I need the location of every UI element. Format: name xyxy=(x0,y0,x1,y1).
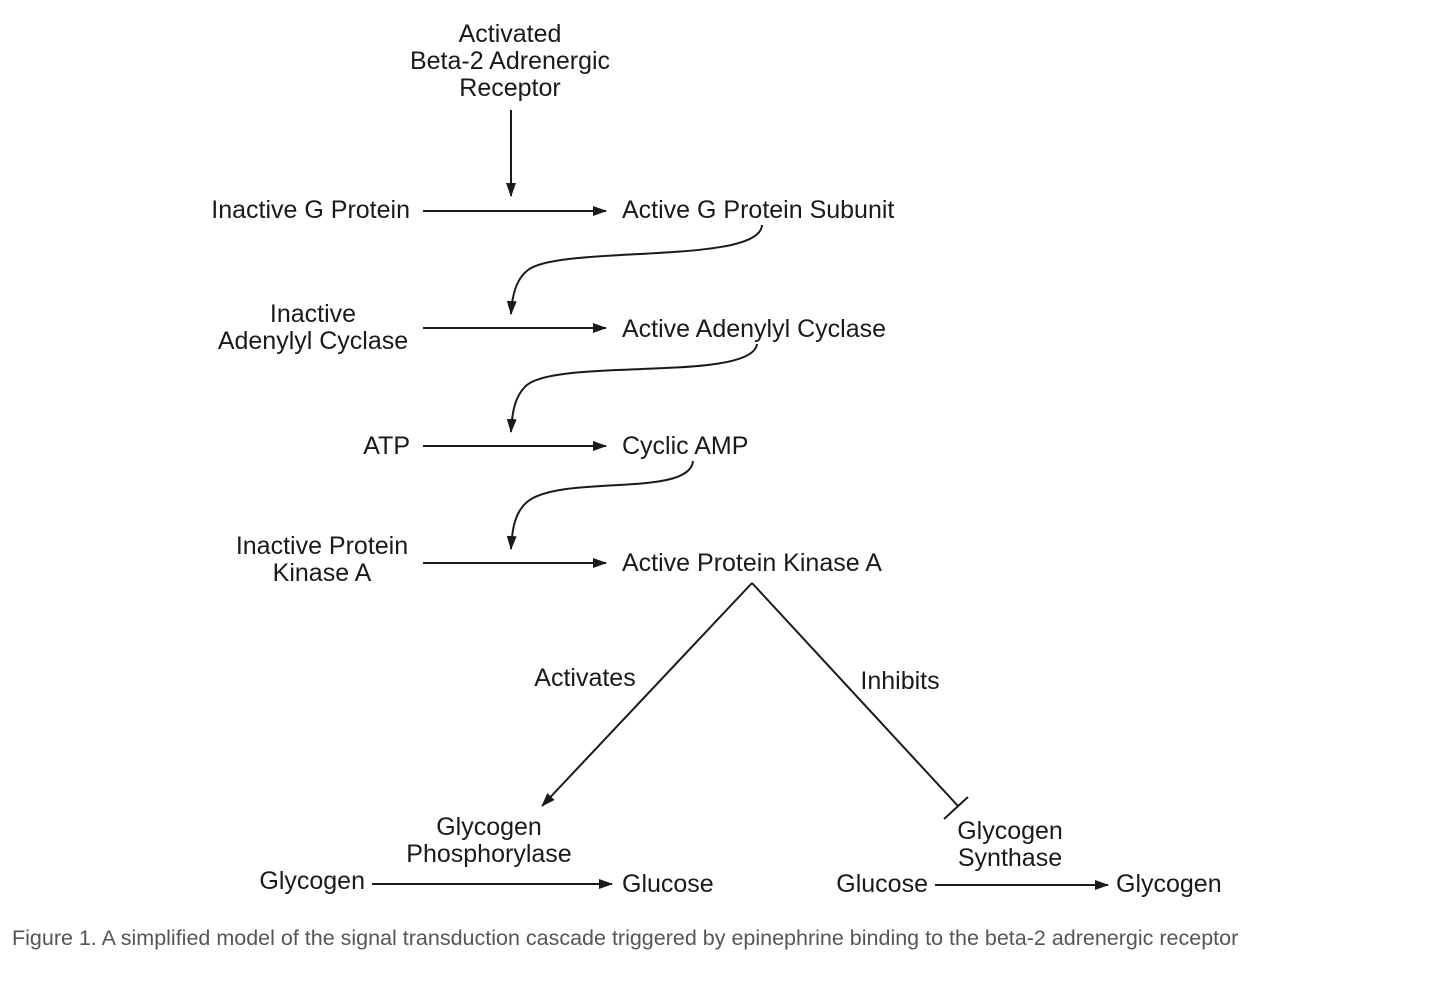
inhibition-bar xyxy=(943,796,969,820)
node-glucose-right: Glucose xyxy=(836,870,928,898)
glucose-right-line: Glucose xyxy=(836,870,928,898)
glucose-left-line: Glucose xyxy=(622,870,714,898)
node-active-adenylyl-cyclase: Active Adenylyl Cyclase xyxy=(622,315,886,343)
glycogen-synthase-line: Glycogen xyxy=(957,817,1063,845)
curved-arrow-adenylyl-cyclase-to-camp xyxy=(506,343,758,433)
glycogen-right-line: Glycogen xyxy=(1116,870,1222,898)
beta2-receptor-line: Receptor xyxy=(459,74,560,102)
edge-label-inhibits: Inhibits xyxy=(860,667,939,695)
node-glycogen-left: Glycogen xyxy=(259,867,365,895)
atp-line: ATP xyxy=(363,432,410,460)
glycogen-synthase-line: Synthase xyxy=(958,844,1062,872)
curved-arrow-camp-to-pka xyxy=(506,460,694,550)
active-pka-line: Active Protein Kinase A xyxy=(622,549,882,577)
curved-arrow-g-protein-to-adenylyl-cyclase xyxy=(506,224,763,315)
beta2-receptor-line: Beta-2 Adrenergic xyxy=(410,47,610,75)
glycogen-left-line: Glycogen xyxy=(259,867,365,895)
active-adenylyl-cyclase-line: Active Adenylyl Cyclase xyxy=(622,315,886,343)
node-cyclic-amp: Cyclic AMP xyxy=(622,432,748,460)
inactive-pka-line: Inactive Protein xyxy=(236,532,408,560)
glycogen-phosphorylase-line: Glycogen xyxy=(436,813,542,841)
inactive-g-protein-line: Inactive G Protein xyxy=(211,196,410,224)
line-pka-inhibits-synthase xyxy=(751,582,959,807)
glycogen-phosphorylase-line: Phosphorylase xyxy=(406,840,571,868)
figure-caption: Figure 1. A simplified model of the sign… xyxy=(12,926,1239,950)
node-glycogen-right: Glycogen xyxy=(1116,870,1222,898)
active-g-protein-subunit-line: Active G Protein Subunit xyxy=(622,196,894,224)
inactive-adenylyl-cyclase-line: Inactive xyxy=(270,300,356,328)
node-active-g-protein-subunit: Active G Protein Subunit xyxy=(622,196,894,224)
arrow-pka-activates-phosphorylase xyxy=(541,582,753,807)
inactive-pka-line: Kinase A xyxy=(273,559,372,587)
beta2-receptor-line: Activated xyxy=(459,20,562,48)
node-atp: ATP xyxy=(363,432,410,460)
node-inactive-g-protein: Inactive G Protein xyxy=(211,196,410,224)
cyclic-amp-line: Cyclic AMP xyxy=(622,432,748,460)
inactive-adenylyl-cyclase-line: Adenylyl Cyclase xyxy=(218,327,408,355)
node-glucose-left: Glucose xyxy=(622,870,714,898)
node-active-protein-kinase-a: Active Protein Kinase A xyxy=(622,549,882,577)
edge-label-activates: Activates xyxy=(534,664,635,692)
